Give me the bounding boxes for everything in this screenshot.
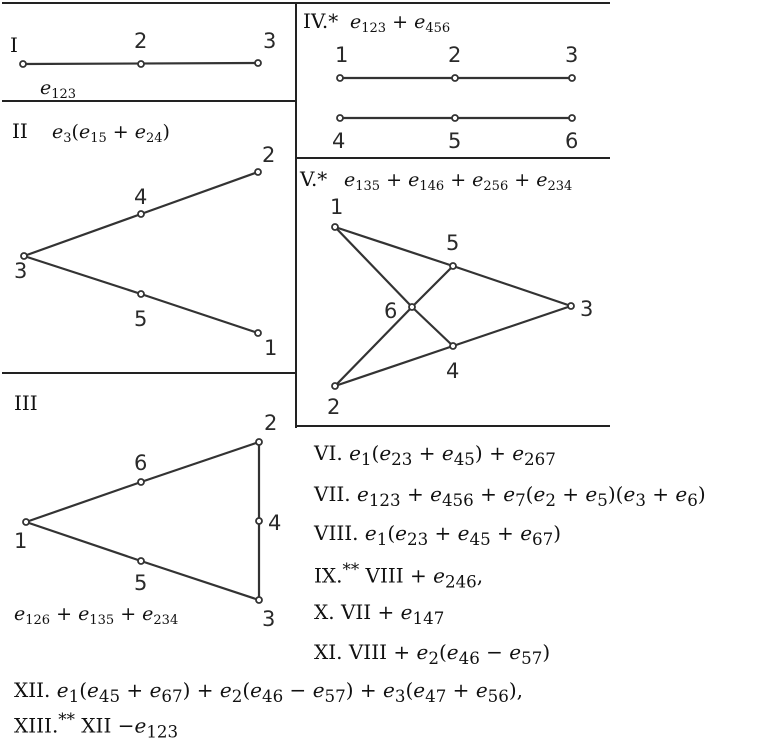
node-V-5: [449, 262, 457, 270]
node-V-2: [331, 382, 339, 390]
panel-IV-numeral: IV.*: [303, 9, 338, 33]
edge-V-6-2: [334, 306, 413, 387]
panel-I: I 2 3: [10, 29, 276, 68]
formula-V: e135 + e146 + e256 + e234: [344, 169, 572, 194]
node-V-1: [331, 223, 339, 231]
edge-III-5-3: [140, 559, 260, 602]
formula-XIII: XIII.** XII −e123: [14, 710, 179, 742]
formula-VII: VII. e123 + e456 + e7(e2 + e5)(e3 + e6): [314, 482, 706, 510]
formula-I: e123: [40, 77, 76, 102]
node-V-6: [408, 303, 416, 311]
node-IV-5: [451, 114, 459, 122]
node-label-V-1: 1: [330, 195, 343, 219]
edge-V-1-5: [334, 225, 454, 268]
node-IV-1: [336, 74, 344, 82]
node-label-V-6: 6: [384, 299, 397, 323]
node-label-V-3: 3: [580, 297, 593, 321]
formula-XII: XII. e1(e45 + e67) + e2(e46 − e57) + e3(…: [14, 678, 524, 706]
node-label-IV-4: 4: [332, 129, 345, 153]
node-I-1: [19, 60, 27, 68]
formula-II: e3(e15 + e24): [52, 121, 170, 146]
node-label-V-4: 4: [446, 359, 459, 383]
formula-IX: IX.** VIII + e246,: [314, 560, 484, 592]
node-I-3: [254, 59, 262, 67]
panel-V-numeral: V.*: [299, 167, 327, 191]
panel-III: III 2 6 4 1 5 3: [14, 391, 281, 631]
node-label-II-4: 4: [134, 185, 147, 209]
node-label-II-3: 3: [14, 259, 27, 283]
edge-V-2-4: [334, 344, 454, 388]
node-II-5: [137, 290, 145, 298]
formula-X: X. VII + e147: [314, 600, 445, 628]
node-label-IV-1: 1: [335, 43, 348, 67]
node-II-3: [20, 252, 28, 260]
node-IV-3: [568, 74, 576, 82]
edge-V-6-4: [411, 306, 454, 347]
node-IV-4: [336, 114, 344, 122]
node-label-III-2: 2: [264, 411, 277, 435]
node-label-I-3: 3: [263, 29, 276, 53]
node-II-1: [254, 329, 262, 337]
node-III-2: [255, 438, 263, 446]
node-I-2: [137, 60, 145, 68]
node-IV-6: [568, 114, 576, 122]
formula-VI: VI. e1(e23 + e45) + e267: [314, 441, 556, 469]
edge-V-4-3: [452, 304, 572, 348]
node-label-III-5: 5: [134, 571, 147, 595]
node-label-IV-3: 3: [565, 43, 578, 67]
node-III-4: [255, 517, 263, 525]
panel-III-numeral: III: [14, 391, 38, 415]
panel-IV: IV.* e123 + e456 1 2 3 4 5 6: [303, 9, 578, 153]
edge-V-5-6: [411, 265, 454, 308]
node-label-III-1: 1: [14, 529, 27, 553]
node-label-V-2: 2: [327, 395, 340, 419]
edge-II-3-4: [23, 212, 142, 258]
panel-II: II e3(e15 + e24) 2 4 3 5 1: [12, 119, 277, 360]
node-label-II-5: 5: [134, 307, 147, 331]
edge-II-5-1: [140, 292, 259, 335]
node-label-II-1: 1: [264, 336, 277, 360]
formula-III: e126 + e135 + e234: [14, 603, 178, 628]
formula-XI: XI. VIII + e2(e46 − e57): [314, 640, 551, 668]
panel-II-numeral: II: [12, 119, 28, 143]
node-label-IV-2: 2: [448, 43, 461, 67]
node-III-5: [137, 557, 145, 565]
node-label-III-4: 4: [268, 511, 281, 535]
edge-III-6-2: [140, 440, 260, 484]
node-V-3: [567, 302, 575, 310]
panel-I-numeral: I: [10, 33, 18, 57]
edge-II-4-2: [140, 170, 259, 216]
node-V-4: [449, 342, 457, 350]
node-III-6: [137, 478, 145, 486]
node-label-V-5: 5: [446, 231, 459, 255]
node-label-I-2: 2: [134, 29, 147, 53]
node-label-III-6: 6: [134, 451, 147, 475]
panel-V: V.* e135 + e146 + e256 + e234 1 5 3 6 4 …: [299, 167, 593, 419]
node-label-II-2: 2: [262, 143, 275, 167]
formula-IV: e123 + e456: [350, 11, 450, 36]
edge-II-3-5: [23, 254, 142, 296]
node-label-IV-5: 5: [448, 129, 461, 153]
node-III-3: [255, 596, 263, 604]
node-label-IV-6: 6: [565, 129, 578, 153]
formula-VIII: VIII. e1(e23 + e45 + e67): [314, 521, 562, 549]
node-II-2: [254, 168, 262, 176]
node-III-1: [22, 518, 30, 526]
edge-III-1-6: [25, 480, 142, 524]
node-label-III-3: 3: [262, 607, 275, 631]
edge-V-1-6: [334, 226, 413, 308]
edge-III-1-5: [25, 520, 142, 563]
edge-V-5-3: [452, 264, 572, 308]
node-II-4: [137, 210, 145, 218]
node-IV-2: [451, 74, 459, 82]
